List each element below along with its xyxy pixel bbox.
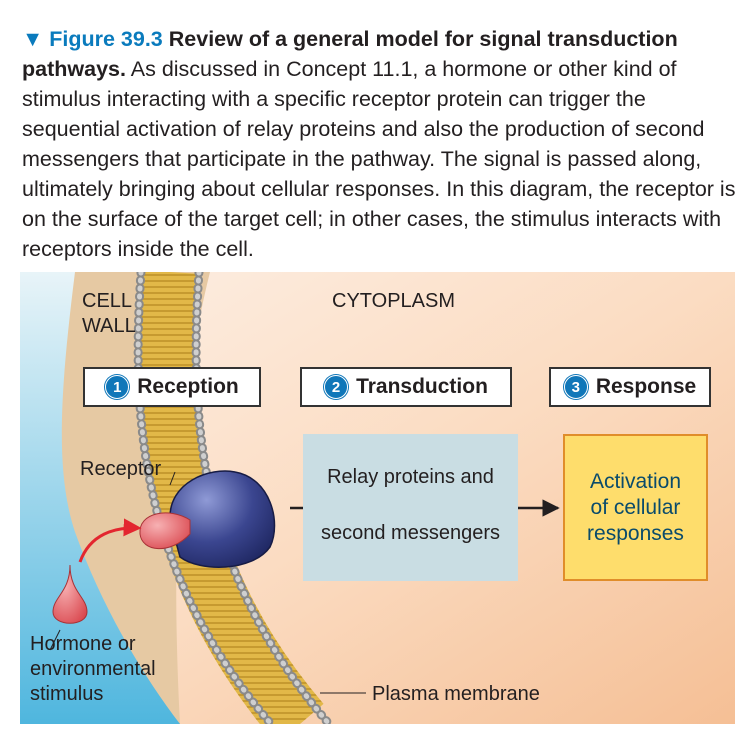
relay-box: Relay proteins and second messengers (303, 434, 518, 581)
relay-text-line1: Relay proteins and (327, 466, 494, 488)
stage-response: 3 Response (549, 367, 711, 407)
signal-transduction-diagram: CELL WALL CYTOPLASM 1 Reception 2 Transd… (20, 272, 735, 724)
plasma-membrane-label: Plasma membrane (372, 683, 540, 705)
stage-reception: 1 Reception (83, 367, 261, 407)
binding-arrow (78, 518, 142, 563)
stage-number-2: 2 (324, 375, 349, 399)
figure-title: Review of a general model for signal tra… (22, 27, 678, 81)
hormone-molecule (52, 564, 88, 624)
response-box: Activation of cellular responses (563, 434, 708, 581)
cell-wall-label: CELL WALL (82, 290, 136, 337)
stage-label-response: Response (595, 375, 697, 398)
figure-caption: ▼ Figure 39.3 Review of a general model … (22, 24, 744, 264)
receptor-label: Receptor (80, 458, 162, 480)
stage-number-3: 3 (563, 375, 588, 399)
stage-number-1: 1 (105, 375, 130, 399)
stage-label-transduction: Transduction (356, 375, 488, 398)
cytoplasm-label: CYTOPLASM (332, 290, 455, 312)
figure-caption-body: As discussed in Concept 11.1, a hormone … (22, 57, 736, 261)
response-text: Activation of cellular responses (587, 469, 684, 545)
stage-transduction: 2 Transduction (300, 367, 512, 407)
relay-text-line2: second messengers (321, 522, 500, 544)
stage-label-reception: Reception (137, 375, 239, 398)
hormone-label: Hormone or environmental stimulus (30, 633, 156, 705)
receptor-protein (169, 470, 276, 568)
figure-label: ▼ Figure 39.3 (22, 27, 163, 51)
